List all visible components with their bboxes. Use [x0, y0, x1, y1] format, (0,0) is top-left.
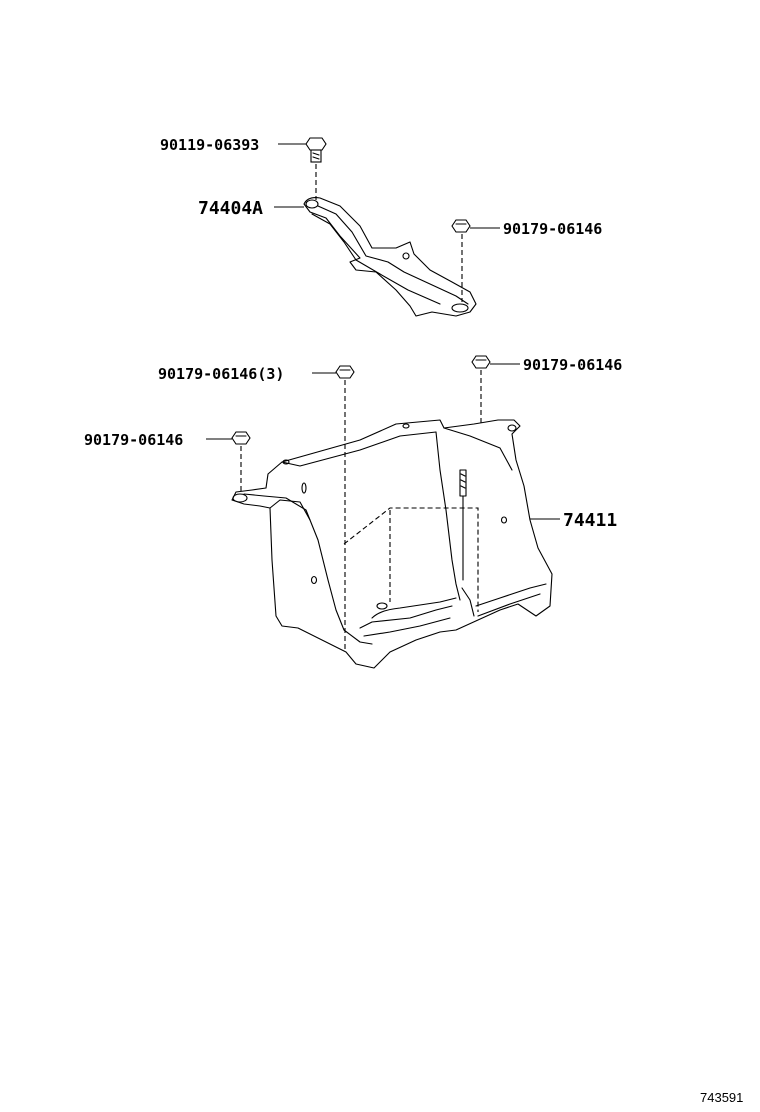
label-bracket-nut: 90179-06146 — [503, 220, 602, 238]
bolt-90119-06393-icon — [305, 137, 327, 163]
nut-tray-right-icon — [471, 355, 491, 369]
label-tray-nut-multi: 90179-06146(3) — [158, 365, 284, 383]
nut-bracket-icon — [451, 219, 471, 233]
bracket-74404a-shape — [303, 197, 477, 317]
tray-hold-down-dash — [343, 507, 479, 612]
label-74404a: 74404A — [198, 198, 263, 219]
tray-74411-shape — [231, 419, 553, 669]
nut-tray-left-icon — [231, 431, 251, 445]
nut-tray-multi-icon — [335, 365, 355, 379]
label-74411: 74411 — [563, 510, 617, 531]
label-tray-nut-left: 90179-06146 — [84, 431, 183, 449]
label-90119-06393: 90119-06393 — [160, 136, 259, 154]
label-tray-nut-right: 90179-06146 — [523, 356, 622, 374]
diagram-id: 743591 — [700, 1090, 743, 1105]
